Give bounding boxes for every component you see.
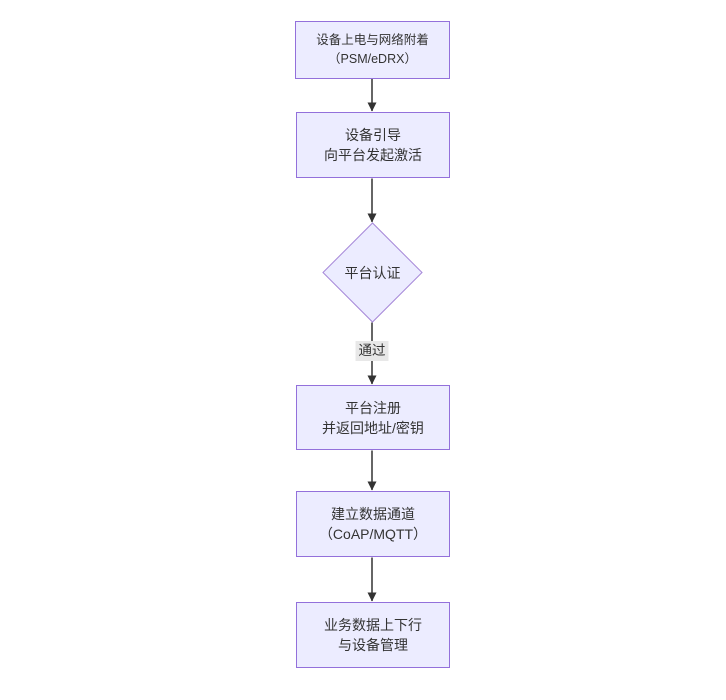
flowchart-node-bootstrap-activate: 设备引导 向平台发起激活 [296,112,450,178]
node-text-line: 设备引导 [345,127,401,143]
node-text-line: 平台认证 [344,265,401,281]
node-text-line: 业务数据上下行 [324,617,422,633]
node-text-line: （CoAP/MQTT） [318,526,428,542]
node-text-line: 与设备管理 [338,637,408,653]
edge-label-pass: 通过 [355,341,389,361]
node-text-line: 建立数据通道 [331,506,415,522]
node-text-line: 并返回地址/密钥 [322,419,424,436]
flowchart-node-power-on-attach: 设备上电与网络附着 （PSM/eDRX） [295,21,450,79]
flowchart-node-business-data: 业务数据上下行 与设备管理 [296,602,450,668]
edge-label-text: 通过 [358,343,386,358]
flowchart-node-platform-register: 平台注册 并返回地址/密钥 [296,385,450,450]
node-text-line: 平台注册 [345,399,401,416]
decision-diamond-label: 平台认证 [322,263,423,283]
node-text-line: （PSM/eDRX） [328,52,417,66]
node-text-line: 向平台发起激活 [324,147,422,163]
node-text-line: 设备上电与网络附着 [316,33,429,47]
flowchart-node-data-channel: 建立数据通道 （CoAP/MQTT） [296,491,450,557]
